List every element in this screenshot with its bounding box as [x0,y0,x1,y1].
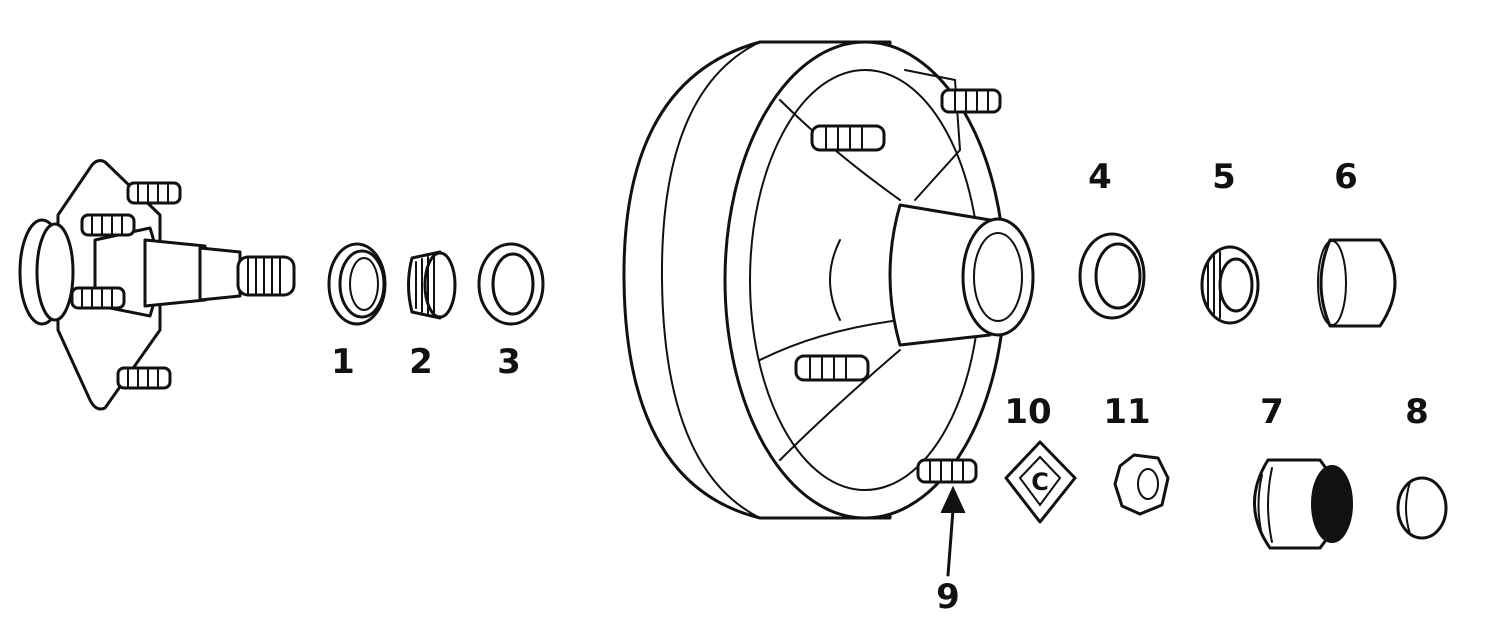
part-4-bearing-cup [1078,232,1146,320]
callout-8: 8 [1405,392,1429,432]
part-6-dust-cap [1317,238,1397,328]
callout-7: 7 [1260,392,1284,432]
callout-9: 9 [936,577,960,617]
callout-10: 10 [1004,392,1051,432]
callout-labels: 1 2 3 4 5 6 7 8 9 10 11 [331,157,1429,617]
hub-drum [622,40,1035,520]
spindle-assembly [18,159,296,411]
callout-2: 2 [409,342,433,382]
part-2-bearing-cone [407,250,457,320]
part-3-grease-seal [477,242,545,326]
callout-11: 11 [1103,392,1150,432]
callout-5: 5 [1212,157,1236,197]
callout-3: 3 [497,342,521,382]
svg-text:C: C [1031,468,1049,496]
callout-4: 4 [1088,157,1112,197]
part-5-bearing-cone [1200,245,1260,325]
part-8-rubber-plug [1396,476,1448,540]
part-10-nut-retainer: C [1004,440,1077,524]
part-7-ez-lube-cap [1253,458,1353,550]
part-11-spindle-nut [1113,453,1170,516]
part-9-arrow [940,485,966,577]
part-1-bearing-cup [327,242,387,326]
callout-1: 1 [331,342,355,382]
callout-6: 6 [1334,157,1358,197]
